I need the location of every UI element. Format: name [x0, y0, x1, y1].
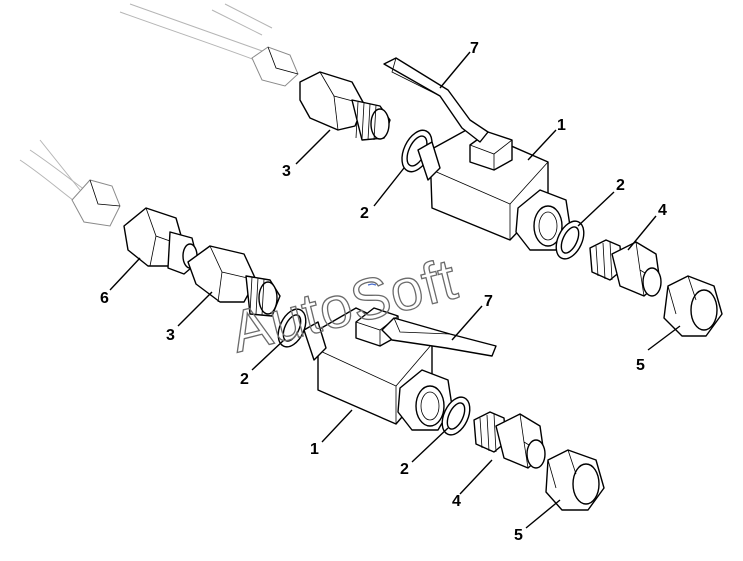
lower-coupling-6: [123, 207, 199, 275]
upper-hose: [119, 3, 299, 87]
callout-lower-nipple: 3: [166, 327, 175, 344]
upper-valve-body-1: [417, 127, 571, 251]
callout-upper-seal-left: 2: [360, 205, 369, 222]
callout-upper-nipple: 3: [282, 163, 291, 180]
upper-nipple-3: [299, 71, 391, 141]
lower-adapter-4: [473, 411, 546, 469]
lower-seal-2-left: [277, 308, 307, 348]
callout-lower-valve: 1: [310, 441, 319, 458]
callout-lower-adapter: 4: [452, 493, 461, 510]
callout-lower-seal-left: 2: [240, 371, 249, 388]
callout-upper-seal-right: 2: [616, 177, 625, 194]
callout-lower-cap: 5: [514, 527, 523, 544]
callout-lower-handle: 7: [484, 293, 493, 310]
lower-hose: [19, 139, 121, 227]
lower-cap-5: [545, 449, 605, 511]
lower-seal-2-right: [441, 396, 471, 436]
callout-lower-coupling: 6: [100, 290, 109, 307]
callout-upper-handle: 7: [470, 40, 479, 57]
upper-cap-5: [663, 275, 723, 337]
callout-lower-seal-right: 2: [400, 461, 409, 478]
leader-lines: [109, 51, 681, 529]
upper-adapter-4: [589, 239, 662, 297]
lower-nipple-3: [187, 245, 281, 317]
lower-handle-7: [381, 317, 497, 357]
watermark-mark-icon: [367, 283, 377, 286]
callout-upper-adapter: 4: [658, 202, 667, 219]
callout-upper-valve: 1: [557, 117, 566, 134]
upper-handle-7: [383, 57, 489, 143]
callout-upper-cap: 5: [636, 357, 645, 374]
upper-seal-2-right: [555, 220, 585, 260]
callout-numbers: 1 7 3 2 2 4 5 6 3 2 7 1 2 4 5: [100, 40, 667, 544]
